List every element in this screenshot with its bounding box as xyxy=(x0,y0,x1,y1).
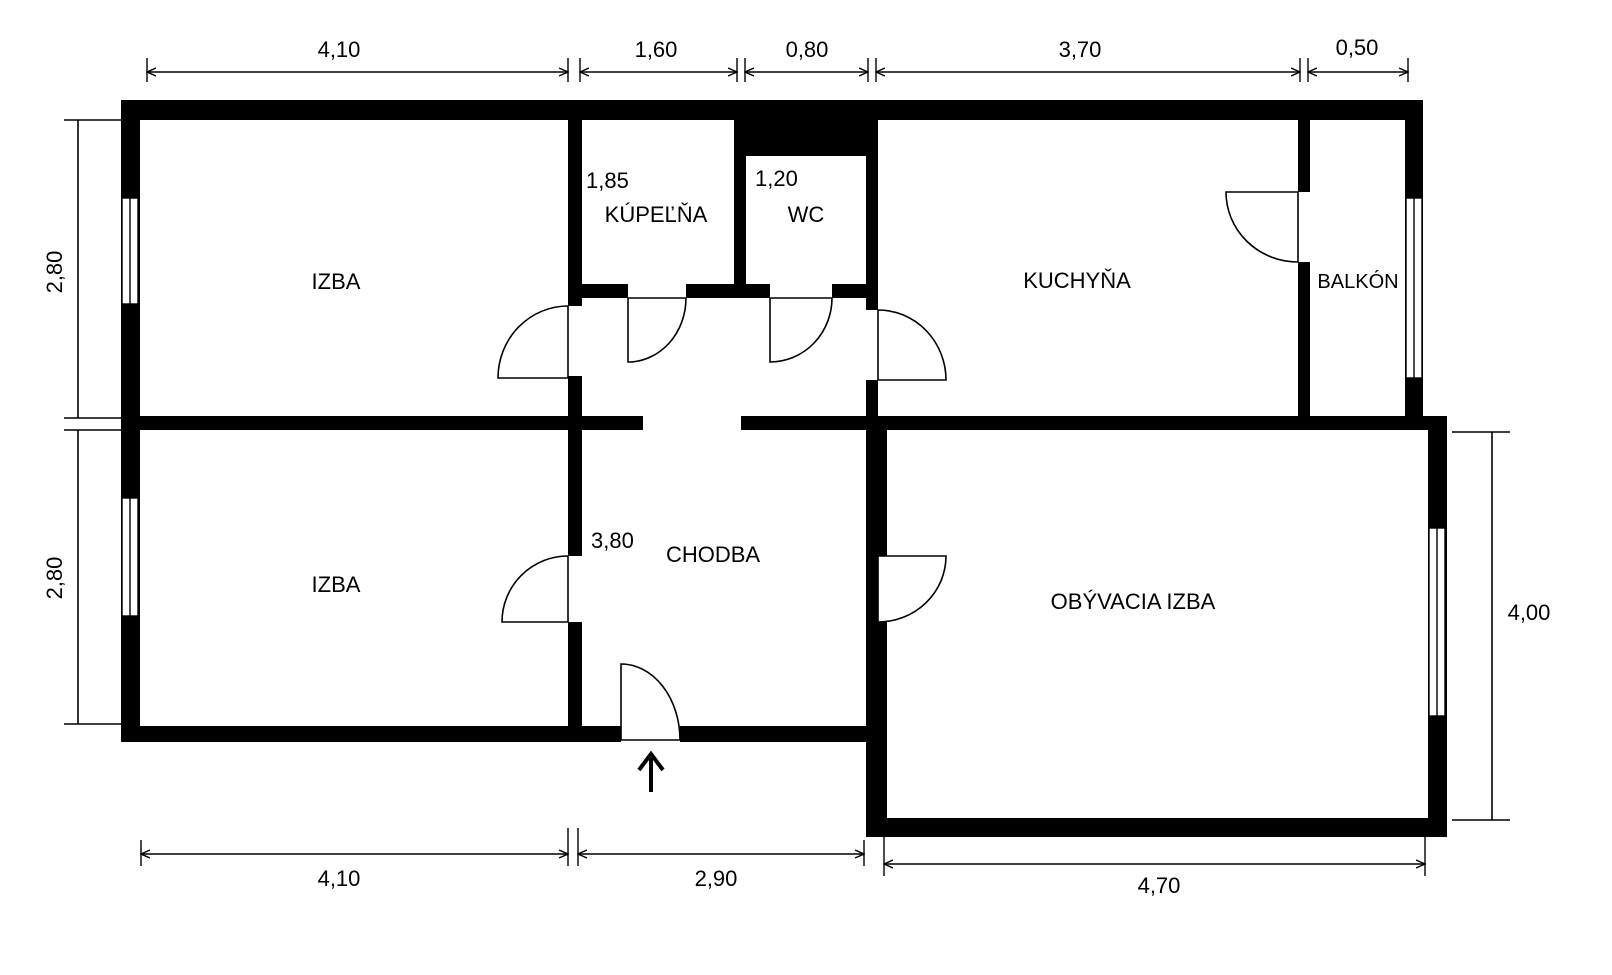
room-label-wc: WC xyxy=(788,202,825,227)
entrance-arrow xyxy=(637,750,665,792)
room-dim-kupelna: 1,85 xyxy=(586,168,629,193)
dim-left-1: 2,80 xyxy=(42,251,67,294)
dim-bottom-3: 4,70 xyxy=(1138,873,1181,898)
dimension-bottom: 4,10 2,90 4,70 xyxy=(141,828,1425,898)
room-label-balkon: BALKÓN xyxy=(1317,270,1398,293)
doors xyxy=(497,191,1299,741)
windows xyxy=(121,197,1446,717)
dim-top-1: 4,10 xyxy=(318,37,361,62)
dim-top-3: 0,80 xyxy=(786,37,829,62)
dim-top-4: 3,70 xyxy=(1059,37,1102,62)
dimension-top: 4,10 1,60 0,80 3,70 0,50 xyxy=(147,35,1408,82)
dim-top-5: 0,50 xyxy=(1336,35,1379,60)
dim-bottom-2: 2,90 xyxy=(695,866,738,891)
room-dim-chodba: 3,80 xyxy=(591,528,634,553)
room-label-kuchyna: KUCHYŇA xyxy=(1023,268,1131,293)
room-label-chodba: CHODBA xyxy=(666,542,760,567)
room-label-kupelna: KÚPEĽŇA xyxy=(605,202,708,227)
dimension-left: 2,80 2,80 xyxy=(42,119,128,725)
dim-bottom-1: 4,10 xyxy=(318,866,361,891)
dim-top-2: 1,60 xyxy=(635,37,678,62)
dim-left-2: 2,80 xyxy=(42,557,67,600)
room-label-izba-bottom: IZBA xyxy=(312,572,361,597)
dimension-right: 4,00 xyxy=(1452,431,1551,821)
room-label-izba-top: IZBA xyxy=(312,269,361,294)
dim-right: 4,00 xyxy=(1508,600,1551,625)
room-dim-wc: 1,20 xyxy=(755,166,798,191)
room-label-obyvacia: OBÝVACIA IZBA xyxy=(1051,589,1216,614)
